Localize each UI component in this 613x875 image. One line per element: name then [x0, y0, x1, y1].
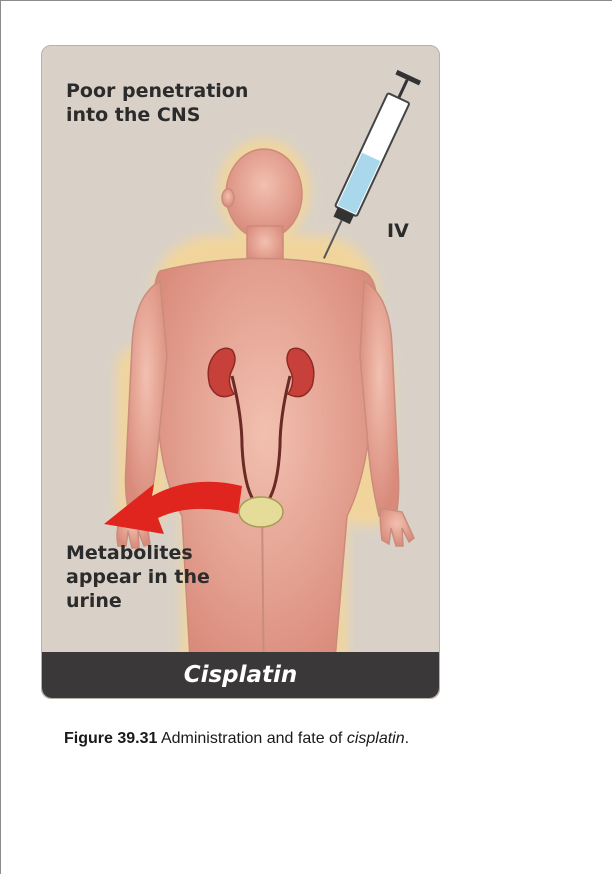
label-iv: IV [387, 219, 409, 243]
figure-panel: Poor penetration into the CNS IV Metabol… [41, 45, 440, 699]
bladder-icon [239, 497, 283, 527]
label-poor-penetration-cns: Poor penetration into the CNS [66, 79, 296, 127]
caption-text: Administration and fate of [157, 730, 346, 747]
caption-drug-name: cisplatin [347, 730, 405, 747]
human-body-icon [117, 149, 414, 696]
figure-title-bar: Cisplatin [42, 652, 439, 698]
figure-number: Figure 39.31 [64, 730, 157, 747]
figure-title: Cisplatin [184, 662, 298, 688]
figure-caption: Figure 39.31 Administration and fate of … [64, 730, 604, 748]
label-metabolites-urine: Metabolites appear in the urine [66, 541, 246, 613]
caption-end: . [405, 730, 409, 747]
